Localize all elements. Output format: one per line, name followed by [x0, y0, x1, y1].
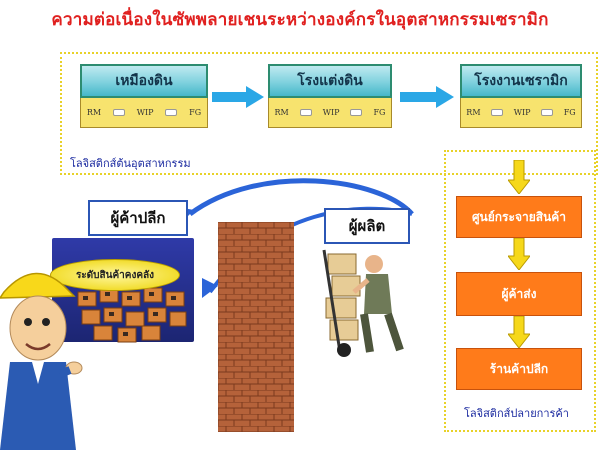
stage-inventory-row: RM WIP FG — [80, 98, 208, 128]
cell-rm: RM — [274, 108, 289, 117]
cell-fg: FG — [563, 108, 576, 117]
down-arrow-icon — [508, 238, 530, 270]
upstream-logistics-label: โลจิสติกส์ต้นอุตสาหกรรม — [70, 157, 191, 170]
cell-wip: WIP — [513, 108, 531, 117]
stage-name: โรงงานเซรามิก — [460, 64, 582, 98]
stage-clay-mine: เหมืองดิน RM WIP FG — [80, 64, 208, 128]
mini-arrow-icon — [491, 109, 504, 116]
inventory-boxes-icon — [77, 287, 187, 343]
cell-rm: RM — [466, 108, 481, 117]
cell-wip: WIP — [136, 108, 154, 117]
mini-arrow-icon — [165, 109, 178, 116]
mini-arrow-icon — [299, 109, 312, 116]
mini-arrow-icon — [112, 109, 125, 116]
cell-fg: FG — [373, 108, 386, 117]
downstream-logistics-box — [444, 150, 596, 432]
cell-fg: FG — [189, 108, 202, 117]
stage-inventory-row: RM WIP FG — [268, 98, 392, 128]
retailer-callout: ผู้ค้าปลีก — [88, 200, 188, 236]
stage-clay-processing: โรงแต่งดิน RM WIP FG — [268, 64, 392, 128]
producer-callout: ผู้ผลิต — [324, 208, 410, 244]
flow-arrow-icon — [400, 86, 454, 108]
brick-pillar-icon — [218, 222, 294, 432]
engineer-cartoon-icon — [0, 272, 83, 450]
retail-store-box: ร้านค้าปลีก — [456, 348, 582, 390]
downstream-logistics-label: โลจิสติกส์ปลายการค้า — [464, 407, 569, 420]
worker-hand-truck-icon — [322, 249, 404, 357]
cell-rm: RM — [86, 108, 102, 117]
wholesaler-box: ผู้ค้าส่ง — [456, 272, 582, 316]
down-arrow-icon — [508, 160, 530, 194]
distribution-center-box: ศูนย์กระจายสินค้า — [456, 196, 582, 238]
stage-name: โรงแต่งดิน — [268, 64, 392, 98]
stage-name: เหมืองดิน — [80, 64, 208, 98]
upstream-logistics-box — [60, 52, 598, 175]
stage-ceramic-factory: โรงงานเซรามิก RM WIP FG — [460, 64, 582, 128]
inventory-level-badge: ระดับสินค้าคงคลัง — [50, 259, 180, 291]
mini-arrow-icon — [350, 109, 363, 116]
stage-inventory-row: RM WIP FG — [460, 98, 582, 128]
cell-wip: WIP — [322, 108, 340, 117]
flow-arrow-icon — [212, 86, 264, 108]
down-arrow-icon — [508, 316, 530, 348]
mini-arrow-icon — [541, 109, 554, 116]
page-title: ความต่อเนื่องในซัพพลายเชนระหว่างองค์กรใน… — [51, 10, 549, 30]
